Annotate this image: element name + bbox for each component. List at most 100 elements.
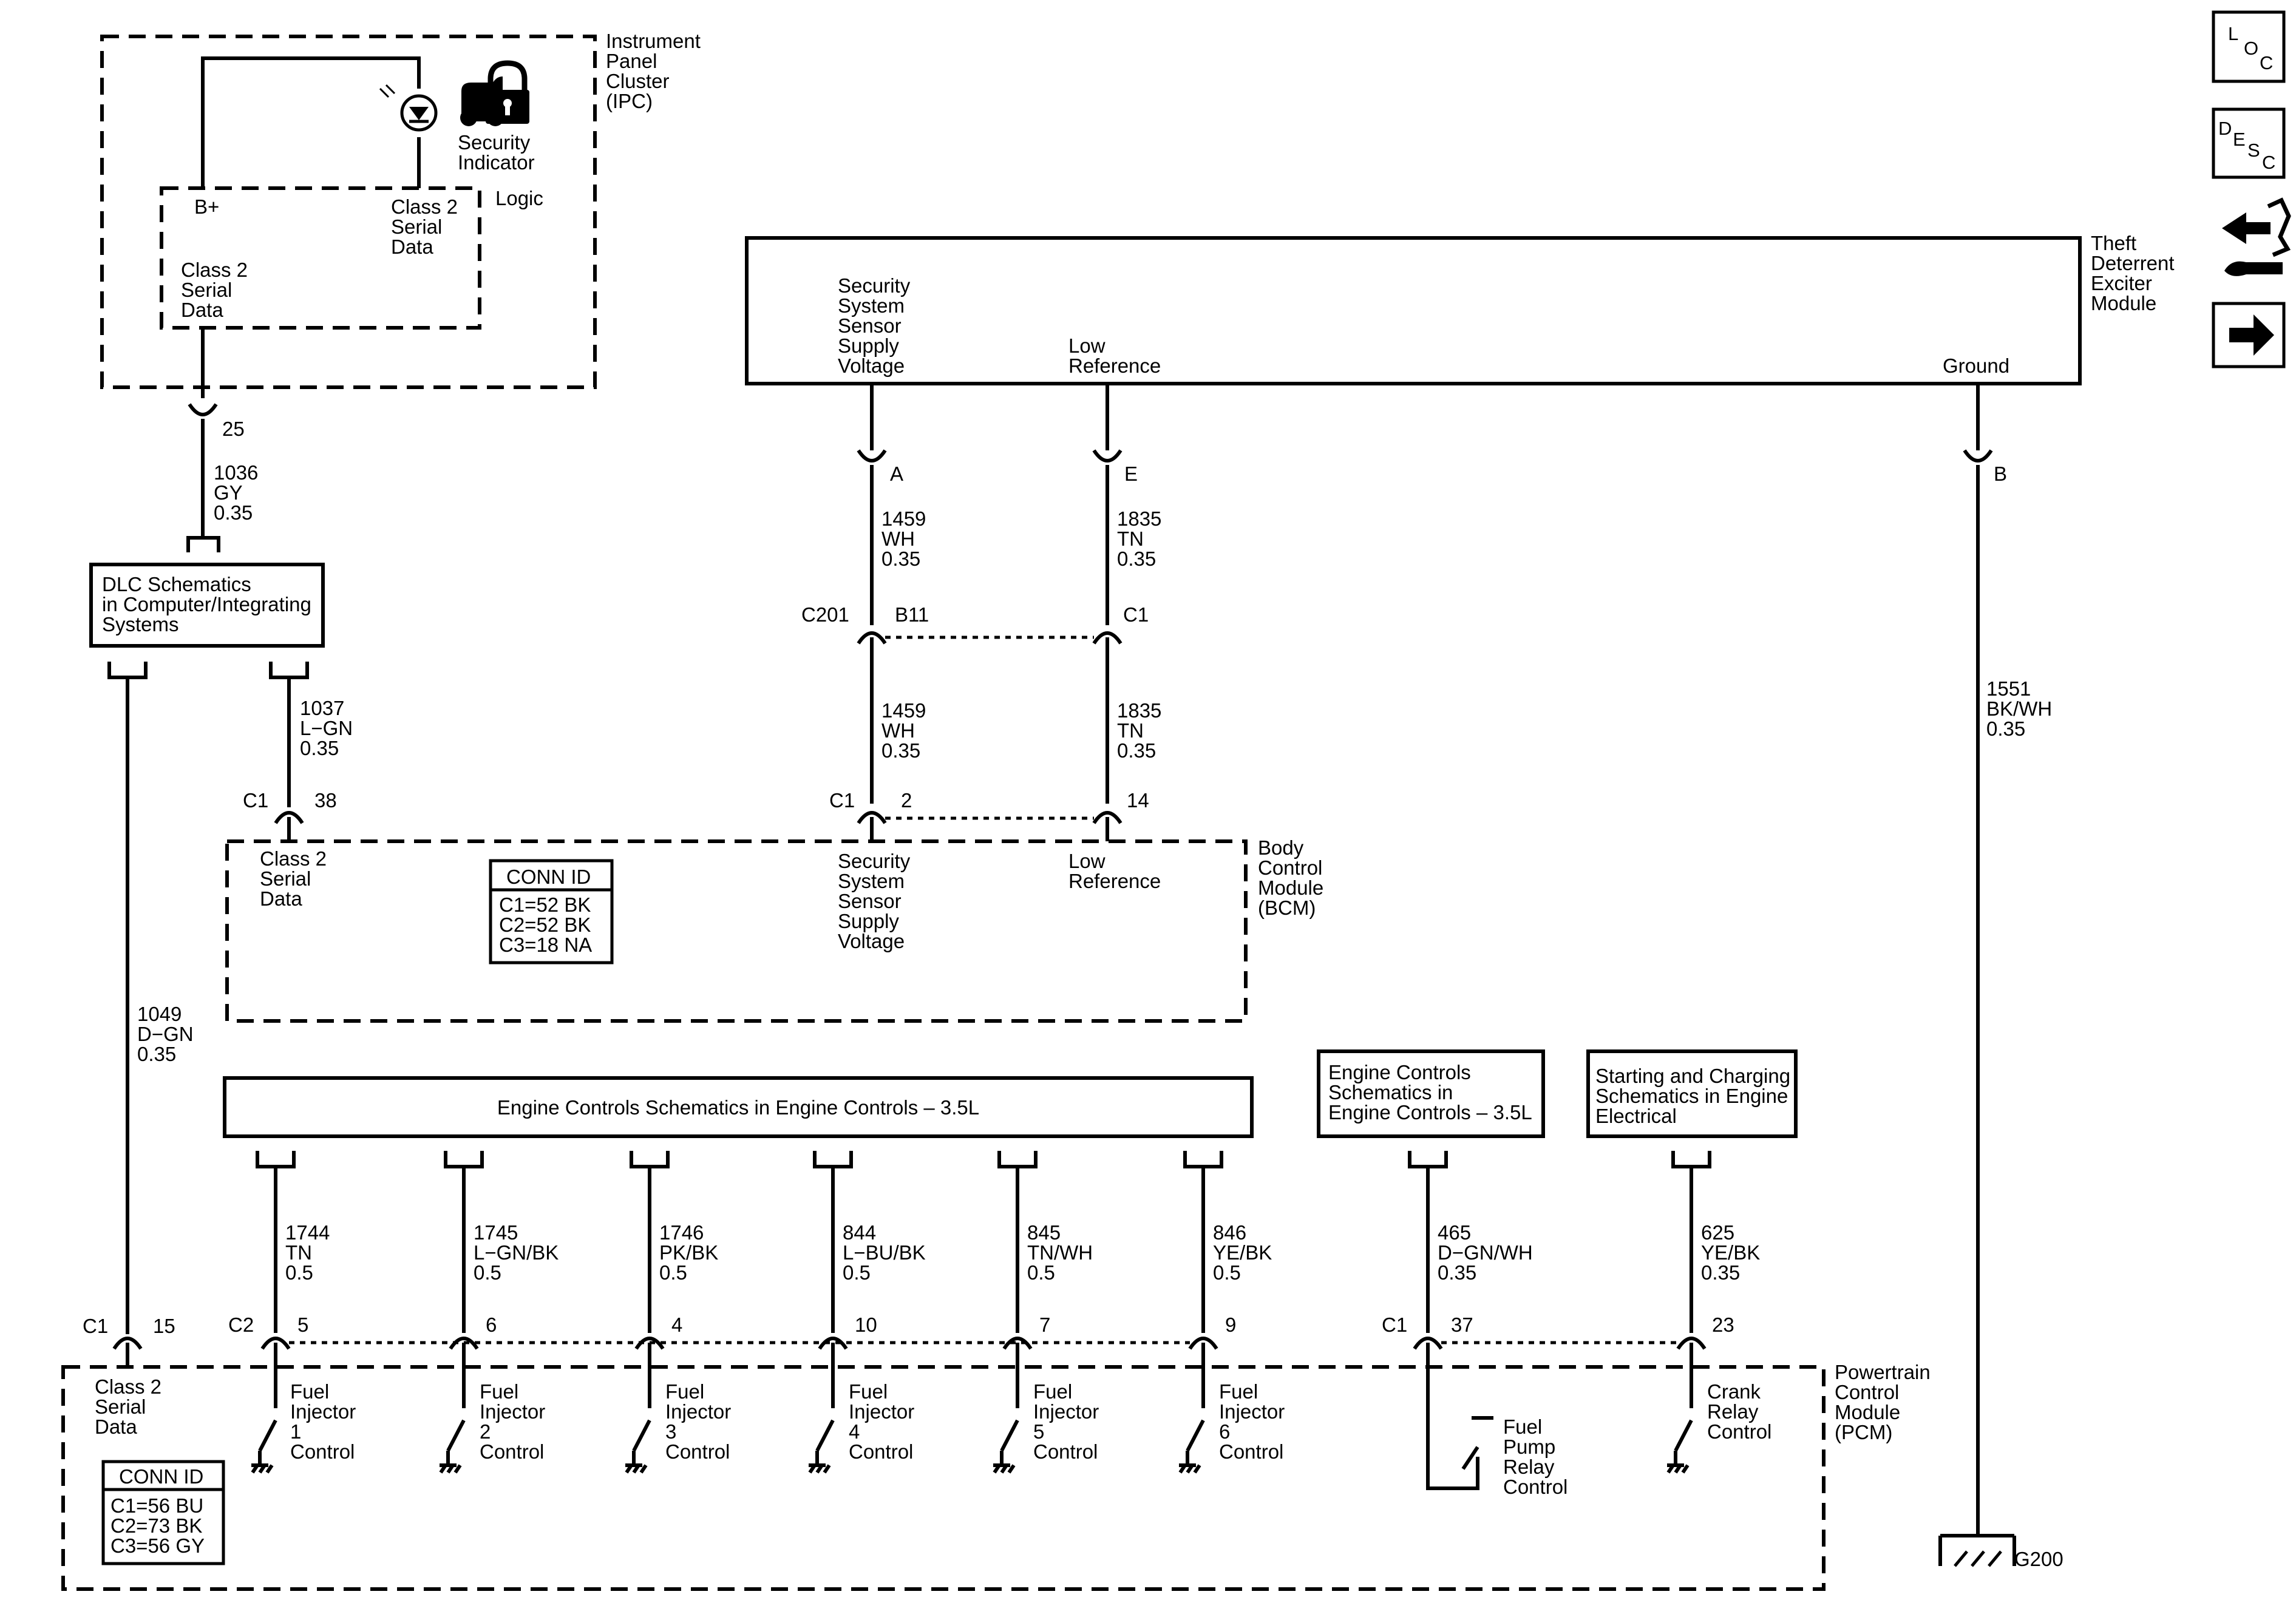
wire-465-color: D−GN/WH (1438, 1241, 1533, 1264)
bcm-lowref-2: Reference (1068, 870, 1161, 892)
pcm-conn-id-row-1: C1=56 BU (110, 1494, 203, 1517)
inj5-label-4: Control (1033, 1440, 1098, 1463)
wire-1037-color: L−GN (300, 717, 353, 739)
svg-text:Low Reference: Low Reference (1068, 334, 1161, 377)
bcm-title-2: Control (1258, 856, 1322, 879)
connector-e (1092, 449, 1123, 463)
crank-label-1: Crank (1707, 1380, 1761, 1403)
pin-25-label: 25 (222, 418, 245, 440)
desc-button[interactable]: D E S C (2212, 107, 2286, 179)
wire-1459a-color: WH (881, 527, 915, 550)
wire-1746-color: PK/BK (659, 1241, 718, 1264)
inj4-label-4: Control (849, 1440, 913, 1463)
svg-text:1745 L−GN/BK 0.5: 1745 L−GN/BK 0.5 (474, 1221, 565, 1284)
svg-text:845 TN/WH 0.5: 845 TN/WH 0.5 (1027, 1221, 1098, 1284)
svg-text:Fuel Injector 2 Co: Fuel Injector 2 Control (480, 1380, 551, 1463)
starting-charging-box (1586, 1049, 1798, 1138)
wire-1835b-num: 1835 (1117, 699, 1161, 722)
engine-controls-bar (223, 1076, 1254, 1138)
bcm-lowref-1: Low (1068, 850, 1106, 872)
tdem-supply-1: Security (838, 274, 911, 297)
svg-text:Starting and Charging Sche: Starting and Charging Schematics in Engi… (1595, 1065, 1796, 1127)
pcm-connectors (112, 1337, 1707, 1350)
inj4-label-2: Injector (849, 1400, 914, 1423)
led-icon (379, 84, 438, 132)
svg-text:Engine Controls Schematics: Engine Controls Schematics in Engine Con… (1328, 1061, 1532, 1124)
pcm-c1-label: C1 (83, 1315, 108, 1337)
tdem-supply-4: Supply (838, 334, 899, 357)
svg-text:1049 D−GN 0.35: 1049 D−GN 0.35 (137, 1003, 199, 1065)
wire-625-color: YE/BK (1701, 1241, 1760, 1264)
svg-text:Instrument Panel Clust: Instrument Panel Cluster (IPC) (606, 30, 706, 112)
pin-15-label: 15 (153, 1315, 175, 1337)
ipc-title-4: (IPC) (606, 90, 653, 112)
wire-1835b-size: 0.35 (1117, 739, 1156, 762)
bcm-conn-id-row-2: C2=52 BK (499, 914, 591, 936)
wire-1745-color: L−GN/BK (474, 1241, 559, 1264)
svg-text:C1=56 BU C2=73 BK: C1=56 BU C2=73 BK C3=56 GY (110, 1494, 209, 1557)
engine-box3-3: Electrical (1595, 1105, 1677, 1127)
bcm-outline (225, 839, 1248, 1023)
pin-38-label: 38 (314, 789, 337, 812)
tdem-lowref-1: Low (1068, 334, 1106, 357)
bcm-conn-id-row-1: C1=52 BK (499, 893, 591, 916)
wire-1745-size: 0.5 (474, 1261, 501, 1284)
wire-1835a-size: 0.35 (1117, 547, 1156, 570)
pcm-conn-id-row-2: C2=73 BK (110, 1514, 202, 1537)
svg-text:DLC Schematics in Computer: DLC Schematics in Computer/Integrating S… (102, 573, 317, 636)
wire-1746-size: 0.5 (659, 1261, 687, 1284)
inj3-label-4: Control (665, 1440, 730, 1463)
wire-1459b-num: 1459 (881, 699, 926, 722)
inline-c1-label: C1 (1123, 603, 1149, 626)
wire-1745-num: 1745 (474, 1221, 518, 1244)
bcm-supply-3: Sensor (838, 890, 902, 912)
svg-text:Fuel Pump Relay Co: Fuel Pump Relay Control (1503, 1415, 1567, 1498)
loc-button[interactable]: L O C (2212, 10, 2286, 83)
svg-text:Security System Sensor: Security System Sensor Supply Voltage (838, 274, 915, 377)
svg-text:1835 TN 0.35: 1835 TN 0.35 (1117, 507, 1167, 570)
ipc-outline (100, 35, 597, 389)
pin-a-label: A (890, 463, 903, 485)
wire-1744-color: TN (285, 1241, 312, 1264)
pcm-class2-2: Serial (95, 1395, 146, 1418)
bcm-supply-5: Voltage (838, 930, 905, 952)
pcm-title-4: (PCM) (1835, 1421, 1892, 1443)
crank-label-3: Control (1707, 1420, 1771, 1443)
pin-9-label: 9 (1225, 1314, 1236, 1336)
tdem-title-4: Module (2091, 292, 2156, 314)
c201-b11-connector (857, 631, 887, 645)
wire-465-num: 465 (1438, 1221, 1471, 1244)
inj2-label-1: Fuel (480, 1380, 518, 1403)
engine-controls-box (1317, 1049, 1545, 1138)
ipc-class2-left-2: Serial (181, 279, 232, 301)
svg-text:1744 TN 0.5: 1744 TN 0.5 (285, 1221, 336, 1284)
bcm-c1-label: C1 (243, 789, 268, 812)
fuelpump-label-3: Relay (1503, 1456, 1555, 1478)
ipc-title-2: Panel (606, 50, 657, 72)
inj5-label-1: Fuel (1033, 1380, 1072, 1403)
inj2-label-4: Control (480, 1440, 544, 1463)
desc-c: C (2262, 152, 2275, 173)
wire-845-num: 845 (1027, 1221, 1061, 1244)
wire-1459a-num: 1459 (881, 507, 926, 530)
bcm-title-1: Body (1258, 836, 1304, 859)
svg-text:Fuel Injector 6 Co: Fuel Injector 6 Control (1219, 1380, 1290, 1463)
pcm-title-3: Module (1835, 1401, 1900, 1423)
wire-625-size: 0.35 (1701, 1261, 1740, 1284)
tdem-title-1: Theft (2091, 232, 2136, 254)
inj1-label-3: 1 (290, 1420, 301, 1443)
next-arrow-button[interactable] (2212, 302, 2286, 368)
svg-text:Powertrain Control Mod: Powertrain Control Module (PCM) (1835, 1361, 1936, 1443)
bcm-c1b-label: C1 (829, 789, 855, 812)
bcm-title-3: Module (1258, 876, 1323, 899)
pcm-title-1: Powertrain (1835, 1361, 1931, 1383)
bcm-supply-4: Supply (838, 910, 899, 932)
security-indicator-label-1: Security (458, 131, 531, 154)
svg-text:625 YE/BK 0.35: 625 YE/BK 0.35 (1701, 1221, 1765, 1284)
pcm-class2-1: Class 2 (95, 1375, 161, 1398)
connector-a (857, 449, 887, 463)
pcm-conn-id-row-3: C3=56 GY (110, 1534, 205, 1557)
connector-repair-icon[interactable] (2222, 197, 2291, 276)
svg-text:Security System Sensor: Security System Sensor Supply Voltage (838, 850, 915, 952)
